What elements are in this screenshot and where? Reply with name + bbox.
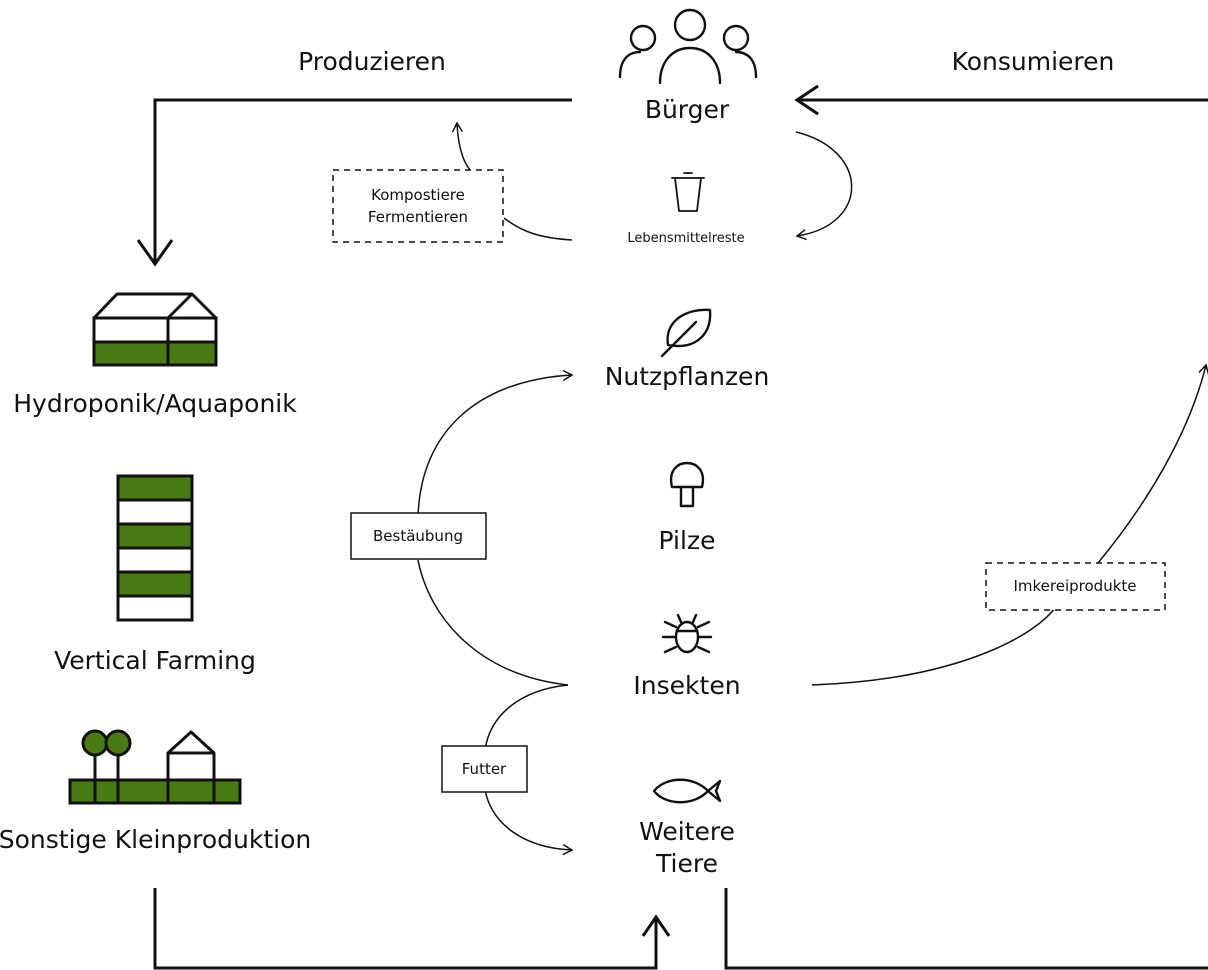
compost-label-line1: Kompostiere (371, 186, 465, 204)
produce-label: Produzieren (298, 47, 446, 76)
compost-box: Kompostiere Fermentieren (332, 169, 504, 243)
crops-label: Nutzpflanzen (605, 362, 770, 391)
beekeeping-label: Imkereiprodukte (1013, 577, 1136, 595)
people-icon (618, 8, 758, 85)
waste-to-compost-curve (503, 217, 573, 241)
hydroponics-label: Hydroponik/Aquaponik (13, 389, 297, 418)
bug-icon (661, 613, 713, 654)
mushrooms-label: Pilze (659, 526, 716, 555)
mushroom-icon (669, 461, 705, 508)
animals-label-line2: Tiere (655, 849, 718, 878)
food-waste-label: Lebensmittelreste (627, 231, 744, 246)
animals-label-line1: Weitere (639, 817, 735, 846)
pollination-arrow (417, 369, 574, 519)
insects-to-beekeeping-curve (811, 607, 1056, 686)
insects-to-pollination-curve (417, 559, 569, 686)
insects-to-feed-curve (484, 684, 569, 751)
compost-to-citizens-arrow (451, 121, 471, 171)
vertical-farm-icon (116, 474, 194, 622)
small-farm-icon (68, 729, 242, 805)
other-production-label: Sonstige Kleinproduktion (0, 825, 311, 854)
pollination-label: Bestäubung (373, 527, 463, 545)
beekeeping-arrow (1097, 363, 1208, 564)
trash-bin-icon (671, 172, 705, 212)
feed-box: Futter (441, 745, 528, 793)
consume-flow-line (794, 84, 1208, 116)
consume-label: Konsumieren (952, 47, 1115, 76)
fish-icon (652, 778, 722, 804)
greenhouse-icon (92, 292, 218, 367)
bottom-flow-line (153, 888, 1208, 970)
citizens-to-waste-arrow (795, 131, 853, 241)
citizens-label: Bürger (645, 95, 730, 124)
insects-label: Insekten (633, 671, 740, 700)
feed-label: Futter (462, 760, 507, 778)
leaf-icon (660, 308, 712, 358)
produce-flow-line (136, 98, 572, 267)
beekeeping-box: Imkereiprodukte (985, 562, 1166, 611)
vertical-farming-label: Vertical Farming (54, 646, 256, 675)
pollination-box: Bestäubung (350, 512, 487, 560)
feed-arrow (484, 789, 574, 856)
compost-label-line2: Fermentieren (368, 208, 468, 226)
